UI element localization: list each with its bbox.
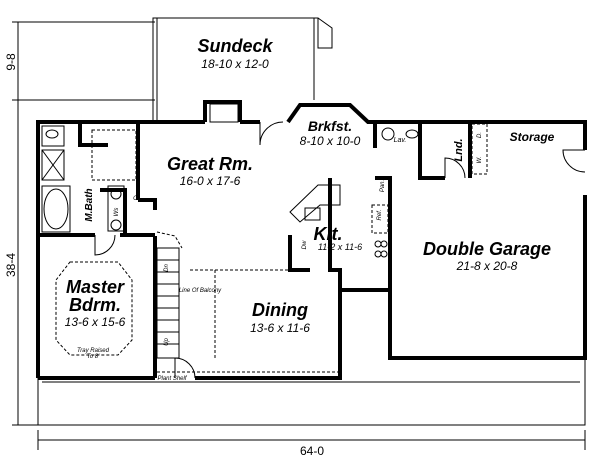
breakfast-size: 8-10 x 10-0 xyxy=(300,134,361,148)
stair-up-label: Up xyxy=(164,338,170,346)
interior-walls xyxy=(38,122,472,290)
storage-name: Storage xyxy=(510,130,555,144)
exterior-walls xyxy=(36,100,587,380)
lav-name: Lav. xyxy=(394,137,407,144)
dimension-lines xyxy=(12,21,586,450)
dishwasher-label: Dw xyxy=(302,240,308,249)
master-name-line1: Master xyxy=(66,277,125,297)
house-width-dimension: 64-0 xyxy=(300,444,324,458)
master-bath-name: M.Bath xyxy=(84,188,95,221)
garage-name: Double Garage xyxy=(423,239,551,259)
tray-label-line2: To 8' xyxy=(87,354,100,360)
house-depth-dimension: 38-4 xyxy=(4,253,18,277)
vanity-label: Ws xyxy=(114,208,120,217)
kitchen-size: 11-2 x 11-6 xyxy=(318,242,362,252)
plant-shelf-label: Plant Shelf xyxy=(157,376,187,382)
dining-size: 13-6 x 11-6 xyxy=(250,321,310,335)
sundeck-size: 18-10 x 12-0 xyxy=(201,57,269,71)
breakfast-name: Brkfst. xyxy=(308,118,352,134)
kitchen-name: Kit. xyxy=(314,224,343,244)
stair-down-label: Dn xyxy=(164,264,170,272)
sundeck-name: Sundeck xyxy=(197,36,273,56)
dryer-label: D. xyxy=(477,132,483,138)
master-size: 13-6 x 15-6 xyxy=(65,315,126,329)
refrigerator-label: Ref. xyxy=(377,209,383,220)
tray-label-line1: Tray Raised xyxy=(77,348,110,354)
deck-depth-dimension: 9-8 xyxy=(4,53,18,71)
garage-size: 21-8 x 20-8 xyxy=(456,259,518,273)
doors xyxy=(94,121,586,379)
great-room-name: Great Rm. xyxy=(167,154,253,174)
master-name-line2: Bdrm. xyxy=(69,295,121,315)
porch-outline xyxy=(37,358,586,426)
fixtures xyxy=(41,103,488,356)
dining-name: Dining xyxy=(252,300,308,320)
balcony-line xyxy=(190,269,290,360)
washer-label: W. xyxy=(477,156,483,163)
staircase xyxy=(156,231,183,359)
great-room-size: 16-0 x 17-6 xyxy=(180,174,241,188)
balcony-label: Line Of Balcony xyxy=(179,288,222,294)
sundeck-outline xyxy=(152,17,333,122)
closet-label: Cl xyxy=(133,196,139,202)
pantry-label: Pan. xyxy=(380,180,386,192)
laundry-name: Lnd. xyxy=(453,138,465,161)
